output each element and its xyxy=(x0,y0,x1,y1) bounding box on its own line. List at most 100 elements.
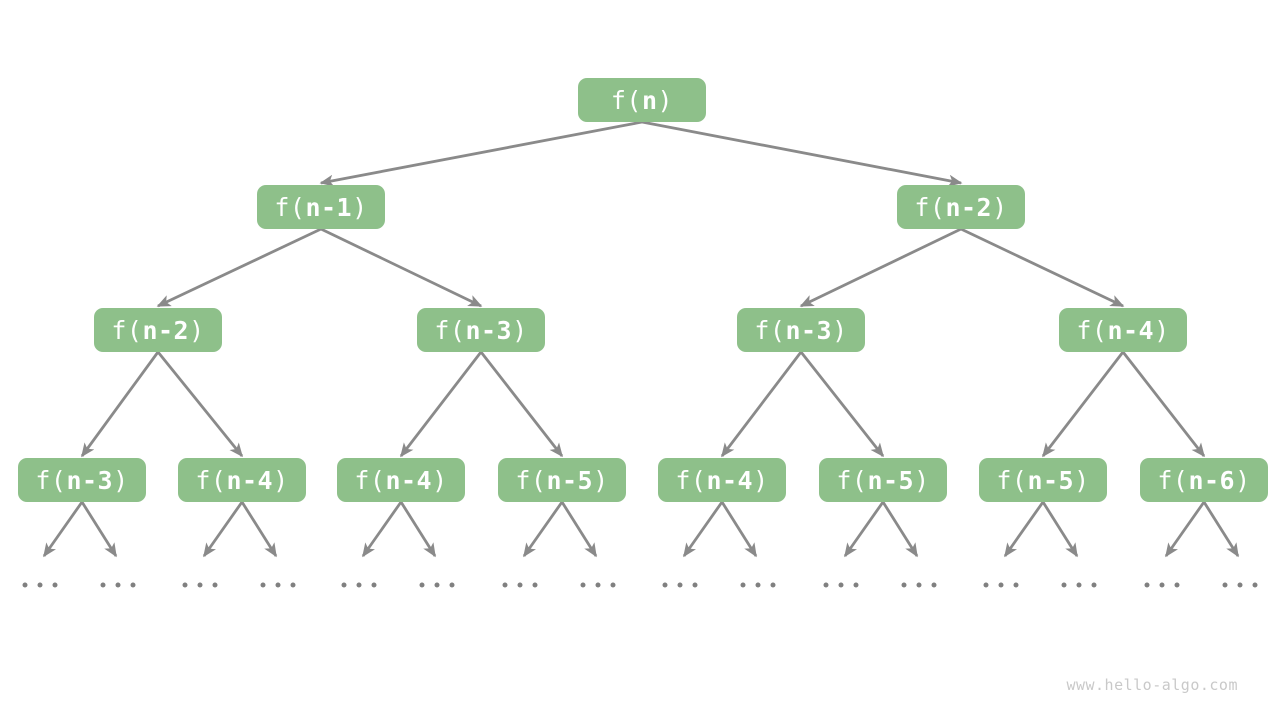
node-label-prefix: f( xyxy=(1157,465,1189,495)
node-label-arg: n-3 xyxy=(66,465,114,495)
ellipsis-dot xyxy=(1237,582,1243,588)
edge-arrow xyxy=(240,501,278,558)
node-label-prefix: f( xyxy=(610,85,642,115)
ellipsis-dot xyxy=(419,582,425,588)
node-label-arg: n-6 xyxy=(1188,465,1236,495)
ellipsis-dot xyxy=(1061,582,1067,588)
edge-arrow xyxy=(1003,501,1045,558)
node-label-arg: n-4 xyxy=(226,465,274,495)
ellipsis-dot xyxy=(502,582,508,588)
edge-arrow xyxy=(1164,501,1206,558)
tree-node: f(n-5) xyxy=(819,458,947,502)
node-label-arg: n-3 xyxy=(465,315,513,345)
node-label-arg: n-2 xyxy=(142,315,190,345)
node-label-suffix: ) xyxy=(113,465,129,495)
ellipsis xyxy=(983,582,1019,588)
edge-arrow xyxy=(1041,501,1079,558)
edge-arrow xyxy=(361,501,403,558)
tree-node: f(n-6) xyxy=(1140,458,1268,502)
node-label-arg: n-3 xyxy=(785,315,833,345)
node-label-prefix: f( xyxy=(111,315,143,345)
ellipsis xyxy=(901,582,937,588)
ellipsis xyxy=(580,582,616,588)
ellipsis-dot xyxy=(853,582,859,588)
ellipsis xyxy=(22,582,58,588)
ellipsis-dot xyxy=(290,582,296,588)
tree-node: f(n-5) xyxy=(979,458,1107,502)
node-label-arg: n-5 xyxy=(1027,465,1075,495)
ellipsis-dot xyxy=(1174,582,1180,588)
ellipsis-dot xyxy=(610,582,616,588)
ellipsis-dot xyxy=(662,582,668,588)
edge-arrow xyxy=(80,351,160,458)
ellipsis-dot xyxy=(983,582,989,588)
edge-arrow xyxy=(319,120,643,187)
ellipsis-dot xyxy=(916,582,922,588)
tree-node: f(n-4) xyxy=(178,458,306,502)
node-label-suffix: ) xyxy=(832,315,848,345)
ellipsis xyxy=(740,582,776,588)
edge-arrow xyxy=(399,351,483,458)
ellipsis xyxy=(823,582,859,588)
node-label-suffix: ) xyxy=(1074,465,1090,495)
ellipsis xyxy=(502,582,538,588)
node-label-suffix: ) xyxy=(432,465,448,495)
ellipsis-dot xyxy=(371,582,377,588)
edge-arrow xyxy=(202,501,244,558)
node-label-prefix: f( xyxy=(35,465,67,495)
node-label-arg: n-4 xyxy=(1107,315,1155,345)
ellipsis-dot xyxy=(595,582,601,588)
ellipsis-dot xyxy=(770,582,776,588)
watermark: www.hello-algo.com xyxy=(1066,676,1238,694)
edge-arrow xyxy=(1121,351,1206,458)
node-label-suffix: ) xyxy=(992,192,1008,222)
ellipsis xyxy=(182,582,218,588)
tree-node: f(n-2) xyxy=(94,308,222,352)
ellipsis-dot xyxy=(1252,582,1258,588)
node-label-prefix: f( xyxy=(195,465,227,495)
node-label-arg: n-1 xyxy=(305,192,353,222)
node-label-prefix: f( xyxy=(274,192,306,222)
tree-node: f(n-3) xyxy=(417,308,545,352)
node-label-prefix: f( xyxy=(675,465,707,495)
edge-arrow xyxy=(682,501,724,558)
edge-arrow xyxy=(320,227,483,308)
edge-arrow xyxy=(720,351,803,458)
ellipsis-dot xyxy=(998,582,1004,588)
ellipsis-dot xyxy=(197,582,203,588)
node-label-suffix: ) xyxy=(273,465,289,495)
ellipsis-dot xyxy=(1159,582,1165,588)
ellipsis xyxy=(1144,582,1180,588)
tree-node: f(n-1) xyxy=(257,185,385,229)
node-label-prefix: f( xyxy=(354,465,386,495)
node-label-prefix: f( xyxy=(1076,315,1108,345)
node-label-prefix: f( xyxy=(996,465,1028,495)
node-label-prefix: f( xyxy=(914,192,946,222)
node-label-arg: n-5 xyxy=(867,465,915,495)
ellipsis-dot xyxy=(823,582,829,588)
ellipsis xyxy=(100,582,136,588)
tree-node: f(n-4) xyxy=(1059,308,1187,352)
node-label-prefix: f( xyxy=(754,315,786,345)
node-label-prefix: f( xyxy=(434,315,466,345)
ellipsis-dot xyxy=(1013,582,1019,588)
ellipsis-dot xyxy=(1222,582,1228,588)
node-label-arg: n-5 xyxy=(546,465,594,495)
edge-arrow xyxy=(720,501,758,558)
edge-arrow xyxy=(1041,351,1125,458)
ellipsis-dot xyxy=(37,582,43,588)
node-label-arg: n xyxy=(641,85,658,115)
ellipsis-dot xyxy=(755,582,761,588)
tree-node: f(n-2) xyxy=(897,185,1025,229)
ellipsis xyxy=(662,582,698,588)
ellipsis-dot xyxy=(22,582,28,588)
ellipsis-dot xyxy=(356,582,362,588)
ellipsis-dot xyxy=(260,582,266,588)
ellipsis-dot xyxy=(517,582,523,588)
node-label-suffix: ) xyxy=(593,465,609,495)
ellipsis-dot xyxy=(1091,582,1097,588)
ellipsis-dot xyxy=(1144,582,1150,588)
edge-arrow xyxy=(42,501,84,558)
ellipsis-dot xyxy=(182,582,188,588)
